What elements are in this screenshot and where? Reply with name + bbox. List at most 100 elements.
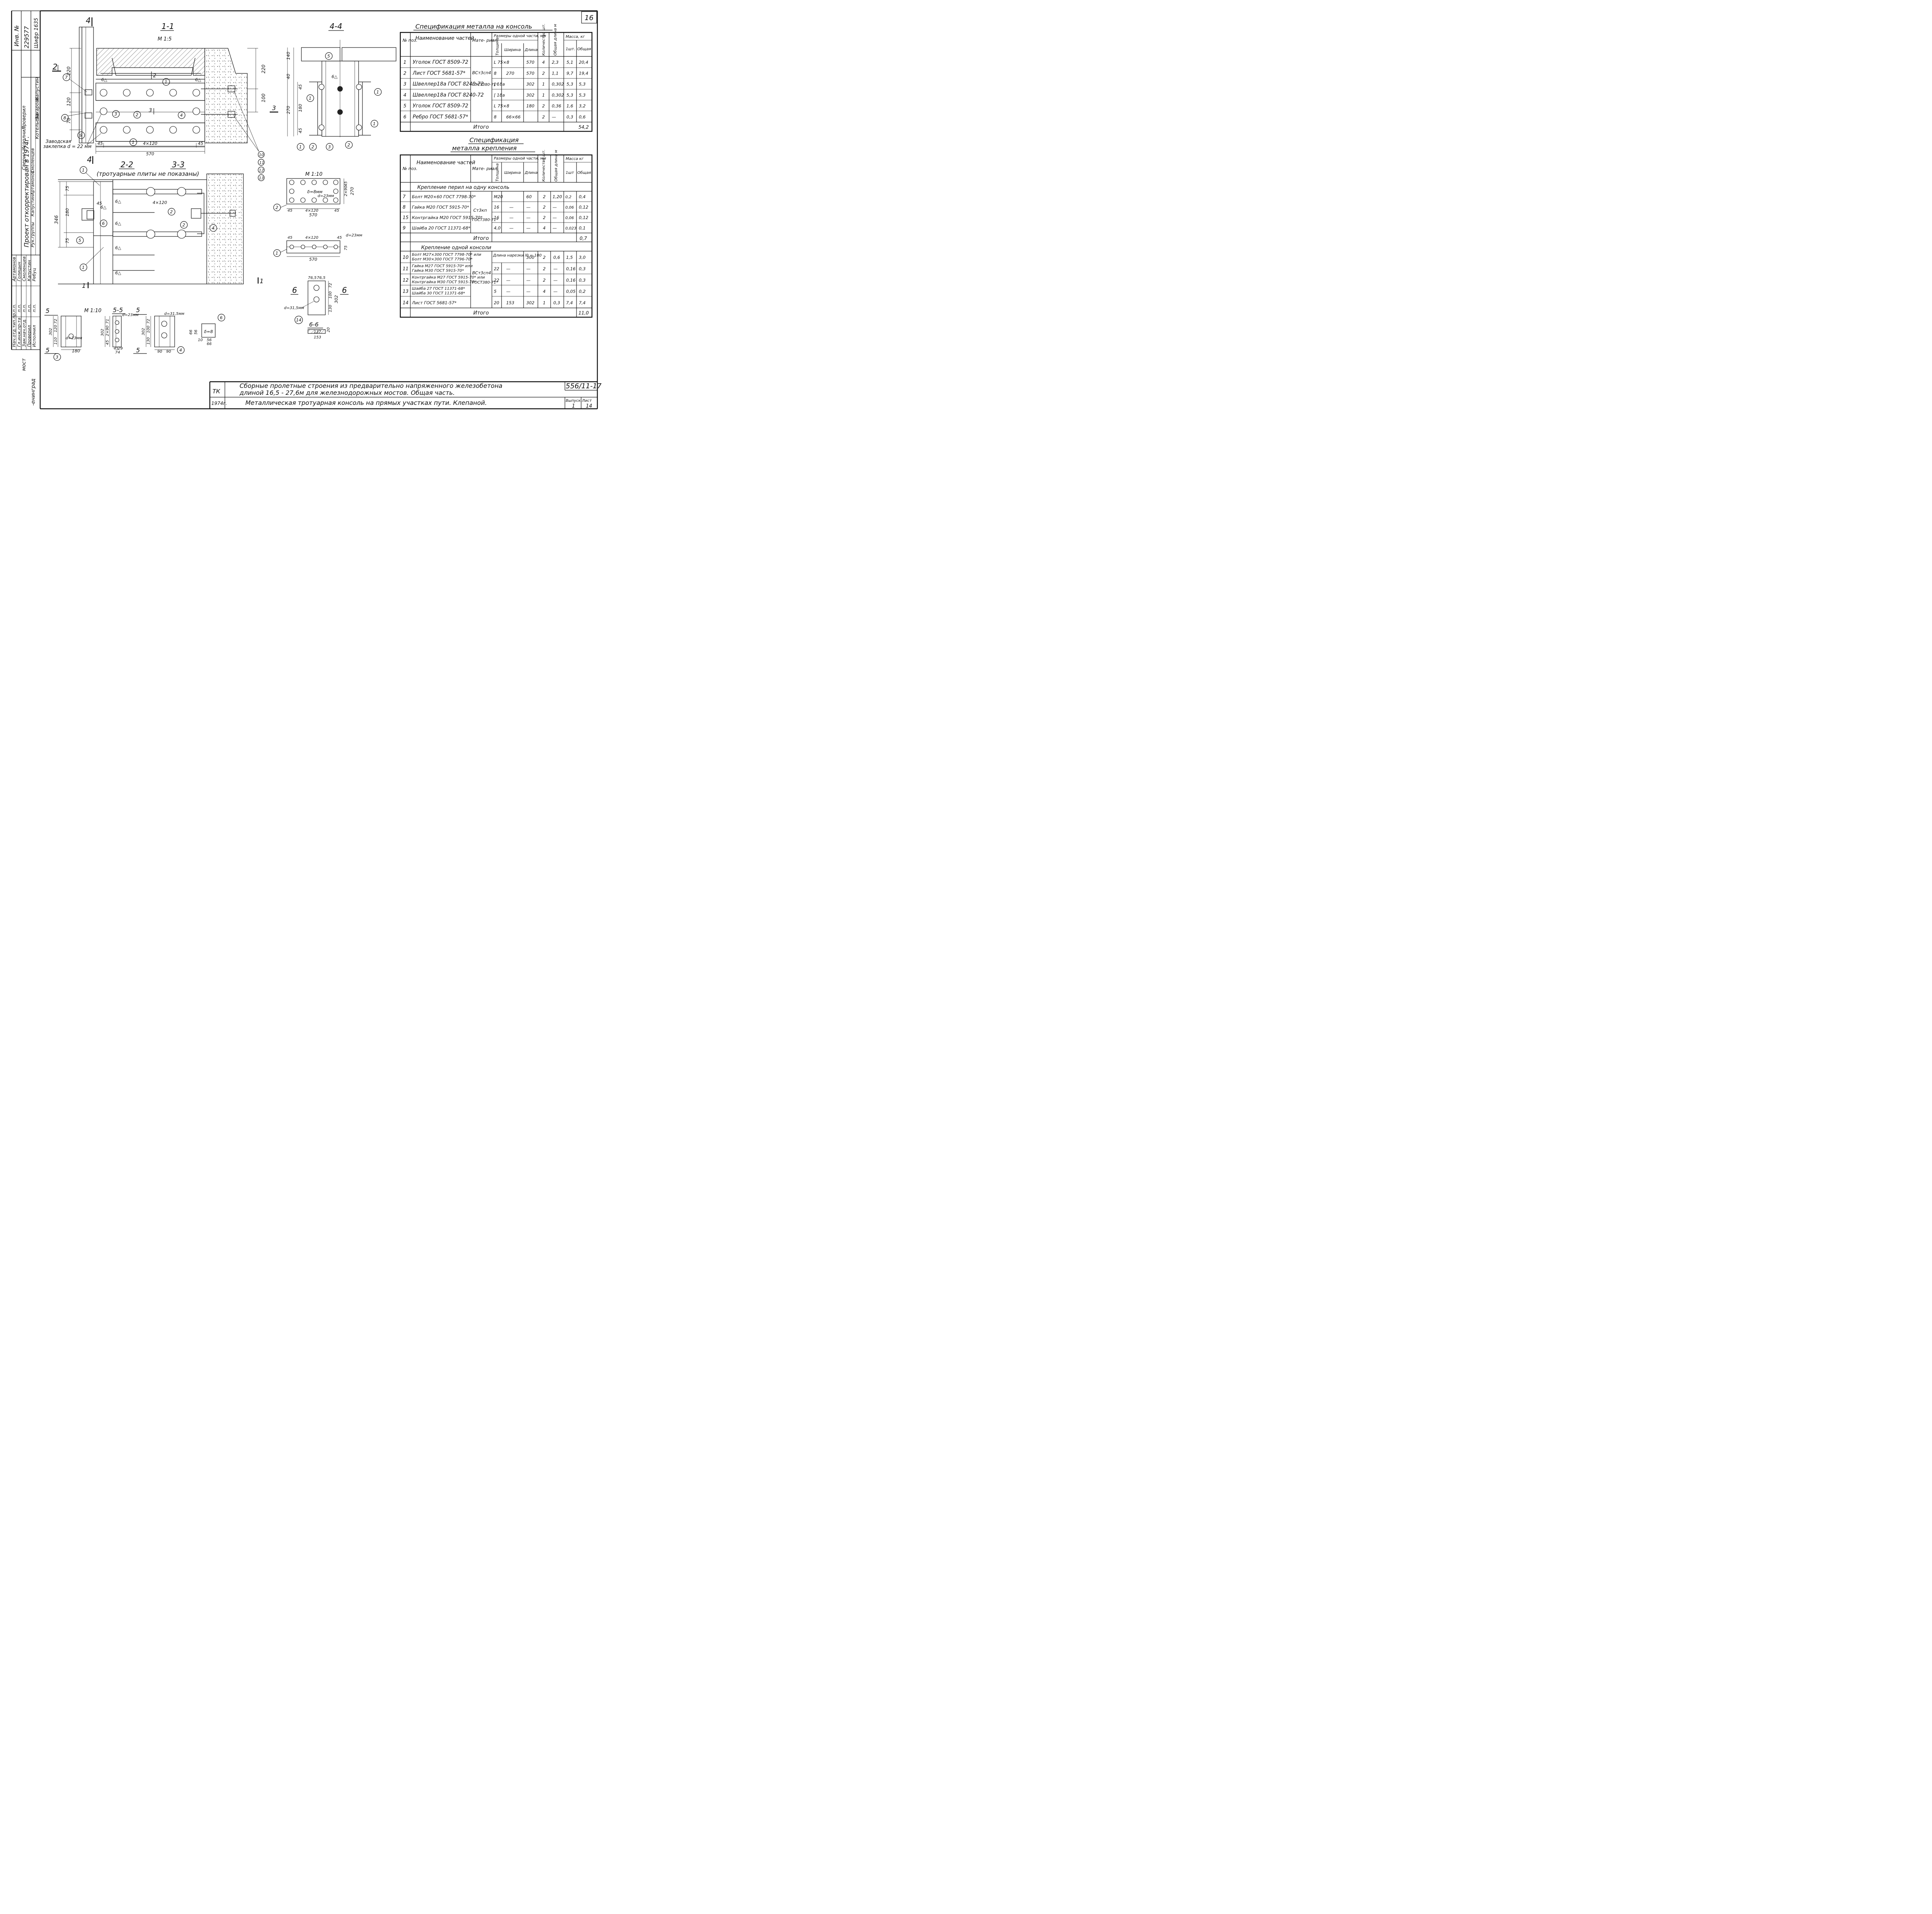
dim-110: 110 xyxy=(54,337,58,345)
spec1-cell-name: Уголок ГОСТ 8509-72 xyxy=(413,103,468,109)
spec2-cell-width: — xyxy=(506,278,510,283)
signer-name: Артамонов xyxy=(30,171,35,195)
dim-45: 45 xyxy=(334,209,339,213)
spec1-header-mass: Масса, кг xyxy=(566,35,585,39)
svg-text:4: 4 xyxy=(212,226,214,231)
spec2-total-value: 11,0 xyxy=(578,310,589,316)
dim-45: 45 xyxy=(344,181,348,186)
spec2-cell-mass-one: 0,06 xyxy=(565,206,574,210)
spec2-cell-no: 7 xyxy=(403,194,406,199)
spec1-cell-width: 66×66 xyxy=(506,115,520,120)
svg-text:1: 1 xyxy=(276,251,278,256)
spec2-cell-mass-total: 0,4 xyxy=(579,194,586,199)
view-1-1-scale: М 1:5 xyxy=(158,36,172,42)
svg-text:12: 12 xyxy=(259,168,264,173)
spec1-cell-name: Уголок ГОСТ 8509-72 xyxy=(413,59,468,65)
dim-45: 45 xyxy=(298,128,303,133)
section-mark-5-top: 5 xyxy=(46,307,49,314)
spec2-cell-no: 8 xyxy=(403,204,406,210)
view-3-3-title: 3-3 xyxy=(172,160,185,169)
dim-4x120: 4×120 xyxy=(153,200,167,205)
dim-75: 75 xyxy=(65,186,70,191)
spec1-cell-total-length: 2,3 xyxy=(552,60,559,65)
title-year: 1974г. xyxy=(211,401,227,406)
svg-text:1: 1 xyxy=(309,96,311,101)
details-scale: М 1:10 xyxy=(84,308,102,314)
dim-45: 45 xyxy=(298,84,303,90)
spec1-header-no: № поз. xyxy=(402,38,417,43)
spec2-cell-mass-one: 0,023 xyxy=(565,226,577,231)
spec2-cell-no: 15 xyxy=(403,215,408,220)
section-mark-5-mid: 5 xyxy=(136,306,140,314)
spec2-cell-name-alt: Контргайка М30 ГОСТ 5915-70* xyxy=(412,280,476,284)
dim-56: 56 xyxy=(207,338,212,342)
spec2-cell-width: — xyxy=(506,266,510,271)
signer-role: Нач.отд.тип.пр. xyxy=(12,312,17,347)
spec2-header-name: Наименование частей xyxy=(417,160,475,166)
spec1-cell-qty: 4 xyxy=(542,60,545,65)
spec2-total-label: Итого xyxy=(473,310,489,316)
spec2-cell-mass-total: 0,12 xyxy=(579,205,588,210)
city-label: -енинград xyxy=(31,379,36,406)
view-2-2-note: (тротуарные плиты не показаны) xyxy=(97,170,199,177)
spec2-cell-qty: 4 xyxy=(543,289,546,294)
spec1-cell-thickness: [ 18а xyxy=(494,82,505,87)
dim-76-5: 76,5 xyxy=(308,276,316,280)
dim-100: 100 xyxy=(261,93,266,102)
spec1-cell-mass-total: 19,4 xyxy=(579,71,588,76)
dim-29: 29 xyxy=(118,347,123,351)
spec2-cell-qty: 2 xyxy=(543,205,546,210)
signer-name: Смоленцев xyxy=(30,148,35,173)
spec2-cell-mass-total: 0,3 xyxy=(579,266,586,271)
top-role-label: Проверил xyxy=(21,105,27,129)
dim-45: 45 xyxy=(287,236,293,240)
spec2-cell-name-alt: Гайка М30 ГОСТ 5915-70* xyxy=(412,269,464,273)
dim-45: 45 xyxy=(97,141,103,146)
dim-90: 90 xyxy=(166,350,171,354)
dim-302: 302 xyxy=(49,328,53,335)
spec2-subtotal-label: Итого xyxy=(473,236,489,241)
spec2-cell-total-length: — xyxy=(553,289,558,294)
spec2-cell-mass-total: 3,0 xyxy=(579,255,586,260)
section-mark-1-left: 1 xyxy=(82,282,86,289)
spec2-header-thickness: Толщина xyxy=(495,163,500,182)
inv-label: Инв. № xyxy=(13,25,20,46)
dim-72: 72 xyxy=(146,319,151,324)
svg-text:2: 2 xyxy=(347,143,350,148)
spec1-material-2: ГОСТ380-71* xyxy=(472,83,498,87)
spec2-cell-name: Болт М20×60 ГОСТ 7798-70* xyxy=(412,194,476,199)
spec2-cell-name: Гайка М20 ГОСТ 5915-70* xyxy=(412,205,469,210)
top-role-name: Захарова xyxy=(34,97,40,120)
spec2-section-1: Крепление перил на одну консоль xyxy=(417,185,509,190)
details-5-5: 5 5 М 1:10 5-5 5 5 302 72 120 110 d=23мм… xyxy=(44,306,225,361)
detail-6-6-title: 6-6 xyxy=(309,321,319,328)
spec2-cell-thickness: 22 xyxy=(494,266,499,271)
dim-120: 120 xyxy=(54,325,58,332)
svg-text:3: 3 xyxy=(328,144,331,150)
spec2-cell-no: 9 xyxy=(403,225,406,231)
spec1-header-width: Ширина xyxy=(504,48,521,52)
spec2-cell-length: 300 xyxy=(526,255,534,260)
spec2-cell-qty: 2 xyxy=(543,194,546,199)
spec2-cell-mass-one: 7,4 xyxy=(566,301,573,306)
hole-dia: d=31,5мм xyxy=(164,312,185,316)
project-note: Проект откорректирован в 1974г. xyxy=(23,136,30,247)
top-role-name: Котельева xyxy=(34,113,40,139)
signer-mark: п.п. xyxy=(27,304,32,312)
dim-90: 90 xyxy=(157,350,162,354)
dim-4x120: 4×120 xyxy=(305,236,318,240)
plate-part-2: М 1:10 δ=8мм d=23мм 45 4×120 45 570 45 2… xyxy=(273,172,355,218)
weld-mark: 6△ xyxy=(115,270,121,275)
spec2-header-total: Общая xyxy=(577,170,591,175)
title-line-1: Сборные пролетные строения из предварите… xyxy=(240,382,502,389)
signer-name: Капустин xyxy=(27,260,32,281)
spec2-cell-mass-total: 0,1 xyxy=(579,226,586,231)
dim-346: 346 xyxy=(54,215,59,224)
spec1-header-sizes: Размеры одной части, мм xyxy=(494,34,546,38)
spec2-cell-mass-total: 0,3 xyxy=(579,278,586,283)
spec2-cell-thickness: 16 xyxy=(494,205,499,210)
spec1-material-1: ВСт3сп4 xyxy=(472,70,491,75)
dim-45: 45 xyxy=(287,209,293,213)
detail-6-mark-left: 6 xyxy=(292,286,297,295)
spec1-cell-name: Лист ГОСТ 5681-57* xyxy=(412,70,466,76)
